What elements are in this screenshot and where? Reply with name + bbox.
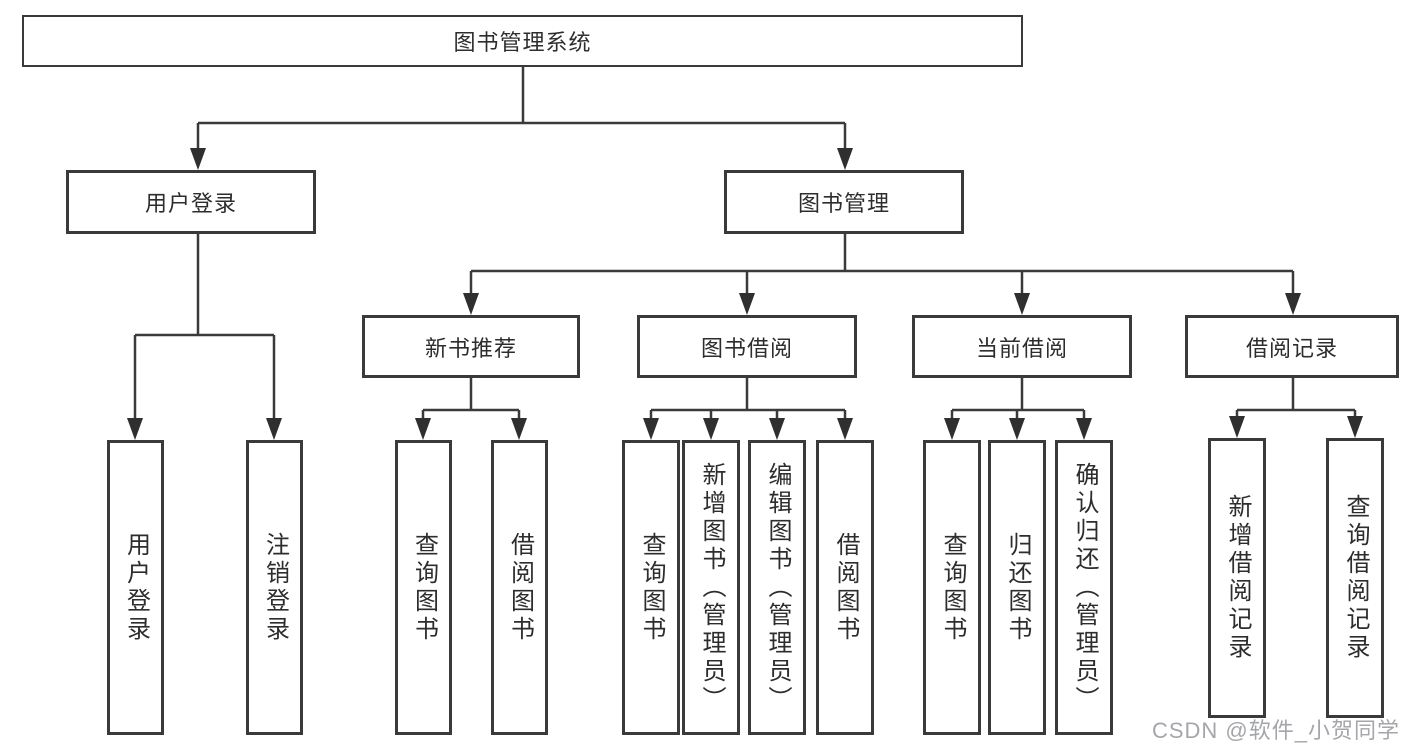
leaf-add-borrow-record: 新增借阅记录 [1208, 438, 1266, 718]
node-library-system-label: 图书管理系统 [453, 30, 592, 55]
leaf-logout: 注销登录 [246, 440, 303, 735]
node-user-login-label: 用户登录 [144, 191, 237, 216]
leaf-query-books-2: 查询图书 [622, 440, 680, 735]
node-book-management-label: 图书管理 [797, 191, 890, 216]
leaf-edit-book-admin: 编辑图书（管理员） [748, 440, 806, 735]
leaf-user-login: 用户登录 [107, 440, 164, 735]
leaf-add-book-admin: 新增图书（管理员） [682, 440, 740, 735]
node-book-borrowing: 图书借阅 [637, 315, 857, 378]
node-new-book-recommend: 新书推荐 [362, 315, 580, 378]
leaf-query-books-1: 查询图书 [395, 440, 452, 735]
node-current-borrowing-label: 当前借阅 [975, 335, 1068, 361]
node-book-borrowing-label: 图书借阅 [700, 335, 793, 361]
node-borrowing-records: 借阅记录 [1185, 315, 1399, 378]
leaf-borrow-books-1: 借阅图书 [491, 440, 548, 735]
node-user-login: 用户登录 [66, 170, 316, 234]
node-library-system: 图书管理系统 [22, 15, 1023, 67]
leaf-query-books-3: 查询图书 [923, 440, 981, 735]
leaf-return-books: 归还图书 [988, 440, 1046, 735]
csdn-watermark: CSDN @软件_小贺同学 [1151, 718, 1400, 743]
leaf-query-borrow-record: 查询借阅记录 [1326, 438, 1384, 718]
leaf-confirm-return-admin: 确认归还（管理员） [1055, 440, 1113, 735]
node-book-management: 图书管理 [724, 170, 964, 234]
node-borrowing-records-label: 借阅记录 [1245, 335, 1338, 361]
node-new-book-recommend-label: 新书推荐 [424, 335, 517, 361]
arrow-down-icons [127, 148, 1363, 440]
leaf-borrow-books-2: 借阅图书 [816, 440, 874, 735]
node-current-borrowing: 当前借阅 [912, 315, 1132, 378]
